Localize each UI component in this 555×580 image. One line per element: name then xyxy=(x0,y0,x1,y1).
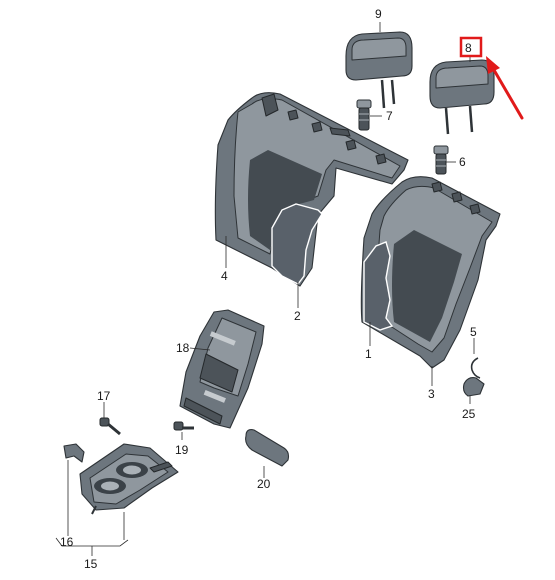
label-18: 18 xyxy=(176,341,190,355)
right-backrest-frame[interactable] xyxy=(360,176,501,369)
label-8: 8 xyxy=(465,41,472,55)
armrest-frame[interactable] xyxy=(179,309,265,429)
label-19: 19 xyxy=(175,443,189,457)
leader-lines xyxy=(55,22,475,556)
cupholder-assembly[interactable] xyxy=(79,443,179,515)
label-7: 7 xyxy=(386,109,393,123)
clip-5[interactable] xyxy=(470,357,481,379)
label-9: 9 xyxy=(375,7,382,21)
label-4: 4 xyxy=(221,269,228,283)
label-16: 16 xyxy=(60,535,74,549)
trim-cover-20[interactable] xyxy=(245,429,290,467)
label-6: 6 xyxy=(459,155,466,169)
right-backrest-padding[interactable] xyxy=(363,241,394,331)
screw-19[interactable] xyxy=(173,421,194,431)
red-arrow xyxy=(486,56,524,120)
guide-sleeve-7[interactable] xyxy=(356,99,372,131)
headrest-right[interactable] xyxy=(429,59,495,135)
label-20: 20 xyxy=(257,477,271,491)
label-1: 1 xyxy=(365,347,372,361)
headrest-left[interactable] xyxy=(345,31,413,109)
cover-16[interactable] xyxy=(63,443,85,463)
label-5: 5 xyxy=(470,325,477,339)
left-backrest-frame[interactable] xyxy=(214,92,409,287)
cap-25[interactable] xyxy=(462,377,485,397)
guide-sleeve-6[interactable] xyxy=(433,145,449,175)
highlight-box xyxy=(459,36,483,58)
label-15: 15 xyxy=(84,557,98,571)
label-2: 2 xyxy=(294,309,301,323)
label-17: 17 xyxy=(97,389,111,403)
screw-17[interactable] xyxy=(99,417,121,436)
label-3: 3 xyxy=(428,387,435,401)
left-backrest-padding[interactable] xyxy=(271,203,323,285)
label-25: 25 xyxy=(462,407,476,421)
